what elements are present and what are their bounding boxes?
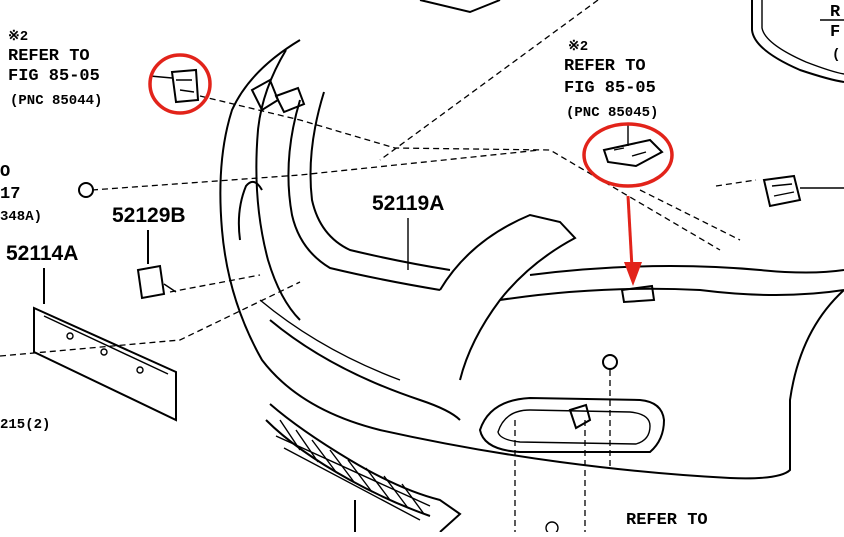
partial-label-right-paren: ( bbox=[832, 47, 840, 63]
callout-right-mark: ※2 bbox=[568, 39, 588, 55]
upper-clip-left-2 bbox=[274, 86, 306, 114]
bottom-clip bbox=[545, 521, 559, 535]
bumper-upper-inner bbox=[287, 99, 441, 291]
bumper-crease bbox=[259, 299, 401, 381]
bumper-side-scoop bbox=[237, 180, 263, 241]
partial-label-right-top: R bbox=[830, 3, 841, 22]
fog-lamp-opening bbox=[478, 396, 666, 453]
right-bracket-mounted bbox=[620, 284, 656, 304]
left-bracket-detail bbox=[176, 79, 195, 93]
callout-right-line2: FIG 85-05 bbox=[564, 79, 656, 98]
part-number-52114A: 52114A bbox=[6, 242, 78, 265]
retainer-edge bbox=[43, 315, 169, 375]
fog-lamp-tab bbox=[568, 403, 592, 430]
cap-tether bbox=[163, 283, 177, 293]
panel-inner-outline bbox=[761, 0, 844, 75]
leader-cap bbox=[169, 274, 261, 293]
retainer-holes bbox=[66, 332, 144, 374]
part-number-52129B: 52129B bbox=[112, 204, 186, 227]
bumper-upper-inner-2 bbox=[309, 91, 451, 271]
top-bracket bbox=[419, 0, 501, 14]
bumper-top-line bbox=[499, 287, 844, 301]
lower-grille-mesh bbox=[275, 419, 431, 521]
cap-52129B bbox=[136, 264, 166, 300]
right-bracket-detail bbox=[613, 147, 647, 157]
highlight-circle-right bbox=[582, 122, 674, 188]
part-number-52119A: 52119A bbox=[372, 192, 444, 215]
highlight-circle-left bbox=[148, 53, 212, 115]
retainer-52114A bbox=[33, 306, 177, 422]
leader-clip bbox=[91, 149, 541, 191]
clip-left bbox=[78, 182, 94, 198]
callout-right-pnc: (PNC 85045) bbox=[566, 105, 658, 121]
callout-left-line1: REFER TO bbox=[8, 47, 90, 66]
leader-left-callout bbox=[149, 75, 173, 79]
leader-sensor bbox=[715, 179, 757, 187]
highlight-arrow-line bbox=[626, 195, 634, 269]
leader-left-low bbox=[0, 281, 301, 357]
headlamp-recess bbox=[439, 213, 577, 381]
sensor-detail bbox=[771, 183, 795, 197]
callout-right-line1: REFER TO bbox=[564, 57, 646, 76]
bumper-lower-line bbox=[269, 319, 461, 421]
partial-label-left-mid: 17 bbox=[0, 185, 20, 204]
callout-left-line2: FIG 85-05 bbox=[8, 67, 100, 86]
sensor-connector bbox=[762, 174, 802, 208]
leader-top bbox=[379, 0, 599, 161]
leader-right bbox=[639, 189, 741, 241]
right-bracket-part bbox=[602, 138, 664, 168]
bumper-cover-edge bbox=[255, 49, 301, 321]
lower-grille-inner bbox=[265, 419, 431, 517]
partial-label-left-top: O bbox=[0, 163, 10, 182]
callout-left-mark: ※2 bbox=[8, 29, 28, 45]
partial-label-left-pnc: 348A) bbox=[0, 209, 42, 225]
bumper-cover-outer bbox=[219, 39, 844, 480]
bumper-hood-line bbox=[529, 265, 844, 276]
lower-grille-outer bbox=[269, 403, 462, 533]
panel-outline bbox=[751, 0, 844, 83]
callout-left-pnc: (PNC 85044) bbox=[10, 93, 102, 109]
partial-label-right-mid: F bbox=[830, 23, 840, 42]
callout-bottom-line1: REFER TO bbox=[626, 511, 708, 530]
partial-label-left-bottom: 215(2) bbox=[0, 417, 50, 433]
highlight-arrow-head bbox=[624, 262, 642, 286]
bumper-hole bbox=[602, 354, 618, 370]
left-bracket-part bbox=[170, 68, 200, 104]
fog-lamp-inner bbox=[497, 409, 651, 445]
